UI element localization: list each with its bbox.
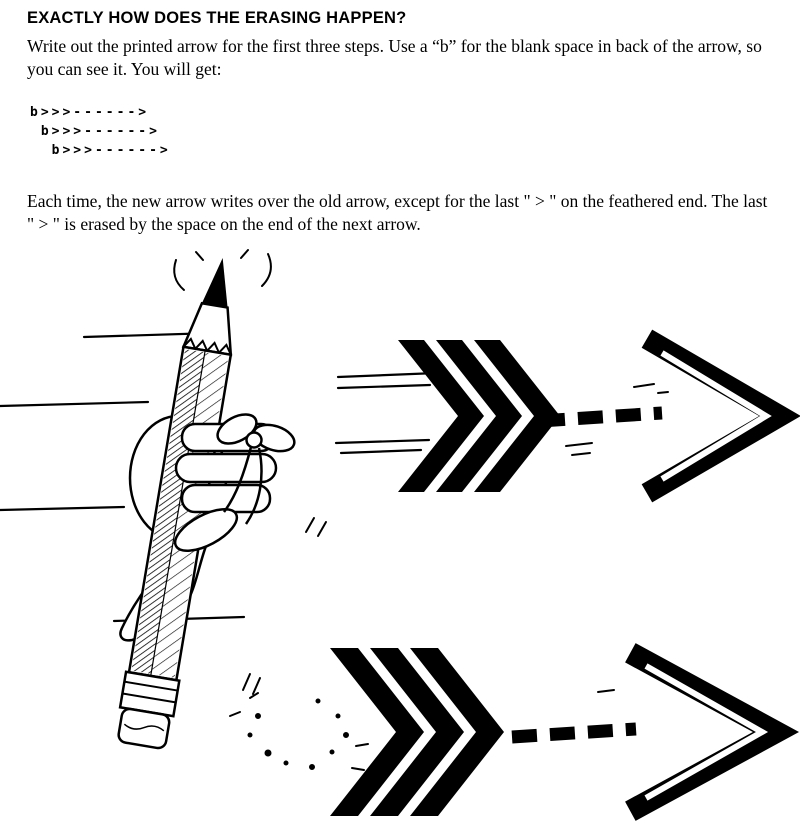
tip-motion-marks [173, 249, 272, 291]
code-line: b>>>------> [30, 143, 171, 158]
explanation-paragraph: Each time, the new arrow writes over the… [27, 191, 768, 234]
top-arrow-illustration [398, 329, 800, 503]
pencil-lead [201, 258, 228, 308]
illustration-canvas [0, 249, 800, 821]
pencil-eraser [117, 707, 171, 750]
code-block: b>>>------> b>>>------> b>>>------> [0, 81, 800, 160]
code-line: b>>>------> [30, 105, 150, 120]
page-heading: EXACTLY HOW DOES THE ERASING HAPPEN? [27, 9, 407, 27]
code-line: b>>>------> [30, 124, 160, 139]
eraser-debris [229, 692, 369, 771]
bow-illustration [216, 413, 296, 525]
intro-paragraph: Write out the printed arrow for the firs… [27, 36, 762, 79]
bottom-arrow-illustration [330, 643, 800, 821]
pencil-erasing-illustration [0, 246, 800, 821]
pencil-motion-marks [242, 517, 327, 695]
